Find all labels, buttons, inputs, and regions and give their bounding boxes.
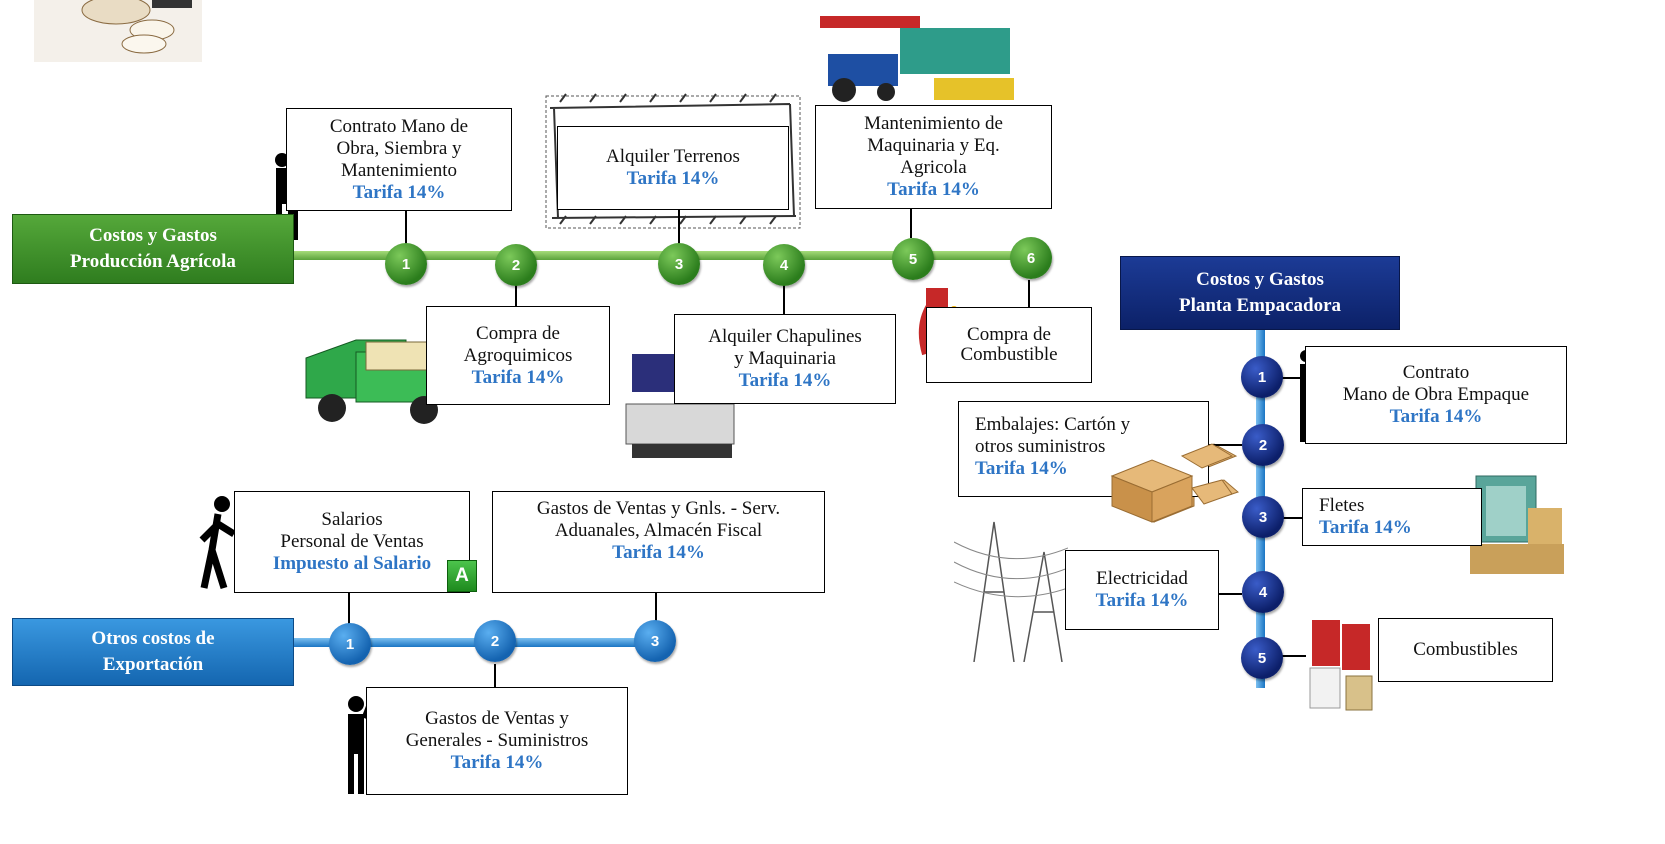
connector-exportacion-2 — [494, 664, 496, 688]
empacadora-item-3: Fletes Tarifa 14% — [1302, 488, 1482, 546]
exportacion-item-2: Gastos de Ventas y Generales - Suministr… — [366, 687, 628, 795]
agricola-item-6-line-1: Compra de — [967, 324, 1051, 345]
exportacion-item-1-line-2: Personal de Ventas — [280, 531, 424, 552]
agricola-item-4-line-1: Alquiler Chapulines — [708, 326, 862, 347]
connector-empacadora-2 — [1208, 444, 1242, 446]
cardboard-boxes-overlay-photo — [1110, 443, 1234, 523]
connector-agricola-2 — [515, 285, 517, 307]
empacadora-item-4-line-1: Electricidad — [1096, 568, 1188, 589]
empacadora-item-1-line-2: Mano de Obra Empaque — [1342, 384, 1530, 405]
freight-loading-photo — [1470, 475, 1564, 574]
connector-empacadora-1 — [1282, 377, 1306, 379]
agricola-item-4-line-2: y Maquinaria — [734, 348, 836, 369]
connector-empacadora-5 — [1282, 655, 1306, 657]
exportacion-item-3-rate: Tarifa 14% — [612, 542, 705, 563]
runner-silhouette-icon — [199, 496, 236, 590]
agricola-item-4: Alquiler Chapulines y Maquinaria Tarifa … — [674, 314, 896, 404]
empacadora-item-3-rate: Tarifa 14% — [1319, 517, 1412, 538]
empacadora-header-line-1: Costos y Gastos — [1196, 269, 1324, 290]
empacadora-item-3-line-1: Fletes — [1319, 495, 1365, 516]
empacadora-item-4: Electricidad Tarifa 14% — [1065, 550, 1219, 630]
cassava-photo — [34, 0, 202, 62]
connector-empacadora-3 — [1282, 517, 1302, 519]
agricola-header-line-1: Costos y Gastos — [89, 225, 217, 246]
agricola-item-1-line-2: Obra, Siembra y — [336, 137, 462, 159]
exportacion-step-2: 2 — [474, 620, 516, 662]
empacadora-item-5: Combustibles — [1378, 618, 1553, 682]
empacadora-header: Costos y Gastos Planta Empacadora — [1120, 256, 1400, 330]
exportacion-item-3: Gastos de Ventas y Gnls. - Serv. Aduanal… — [492, 491, 825, 593]
agricola-item-3-rate: Tarifa 14% — [626, 168, 720, 189]
empacadora-item-2-line-2: otros suministros — [975, 436, 1106, 457]
exportacion-item-1-rate: Impuesto al Salario — [272, 553, 432, 574]
agricola-item-1-rate: Tarifa 14% — [352, 181, 446, 203]
empacadora-step-5: 5 — [1241, 637, 1283, 679]
empacadora-item-1: Contrato Mano de Obra Empaque Tarifa 14% — [1305, 346, 1567, 444]
exportacion-item-2-rate: Tarifa 14% — [450, 752, 544, 773]
agricola-step-1: 1 — [385, 243, 427, 285]
tractor-machinery-photo — [820, 16, 1014, 102]
agricola-item-5-rate: Tarifa 14% — [887, 179, 980, 200]
agricola-item-2-line-2: Agroquimicos — [463, 344, 573, 366]
empacadora-item-5-line-1: Combustibles — [1413, 639, 1518, 660]
agricola-step-6: 6 — [1010, 237, 1052, 279]
connector-exportacion-1 — [348, 592, 350, 624]
agricola-header-line-2: Producción Agrícola — [70, 251, 236, 272]
agricola-step-2: 2 — [495, 244, 537, 286]
empacadora-step-1: 1 — [1241, 356, 1283, 398]
empacadora-item-1-rate: Tarifa 14% — [1389, 406, 1483, 427]
fuel-containers-photo — [1309, 620, 1373, 711]
empacadora-step-2: 2 — [1242, 424, 1284, 466]
empacadora-item-2-line-1: Embalajes: Cartón y — [975, 414, 1131, 435]
connector-agricola-1 — [405, 210, 407, 244]
exportacion-item-1-line-1: Salarios — [321, 509, 383, 530]
agricola-item-5-line-1: Mantenimiento de — [864, 113, 1003, 134]
agricola-item-5-line-2: Maquinaria y Eq. — [867, 135, 1000, 156]
exportacion-item-3-line-1: Gastos de Ventas y Gnls. - Serv. — [536, 498, 781, 519]
exportacion-step-1: 1 — [329, 623, 371, 665]
connector-agricola-3 — [678, 210, 680, 244]
agricola-item-6: Compra de Combustible — [926, 307, 1092, 383]
exportacion-item-1: Salarios Personal de Ventas Impuesto al … — [234, 491, 470, 593]
connector-agricola-6 — [1028, 280, 1030, 308]
agricola-step-4: 4 — [763, 244, 805, 286]
land-parcels-pattern — [545, 93, 801, 229]
connector-empacadora-4 — [1218, 593, 1242, 595]
connector-agricola-5 — [910, 208, 912, 238]
connector-exportacion-3 — [655, 592, 657, 622]
agricola-item-1: Contrato Mano de Obra, Siembra y Manteni… — [286, 108, 512, 211]
exportacion-header-line-2: Exportación — [102, 654, 204, 675]
agricola-item-1-line-3: Mantenimiento — [340, 159, 458, 181]
exportacion-header: Otros costos de Exportación — [12, 618, 294, 686]
exportacion-item-2-line-1: Gastos de Ventas y — [425, 708, 569, 729]
empacadora-step-4: 4 — [1242, 571, 1284, 613]
empacadora-item-4-rate: Tarifa 14% — [1095, 590, 1189, 611]
agricola-item-5: Mantenimiento de Maquinaria y Eq. Agrico… — [815, 105, 1052, 209]
agricola-item-2-rate: Tarifa 14% — [471, 366, 565, 388]
exportacion-item-2-line-2: Generales - Suministros — [405, 730, 589, 751]
empacadora-step-3: 3 — [1242, 496, 1284, 538]
empacadora-header-line-2: Planta Empacadora — [1178, 295, 1342, 316]
agricola-item-2: Compra de Agroquimicos Tarifa 14% — [426, 306, 610, 405]
agricola-header: Costos y Gastos Producción Agrícola — [12, 214, 294, 284]
agricola-item-5-line-3: Agricola — [900, 157, 967, 178]
empacadora-item-2-rate: Tarifa 14% — [975, 458, 1068, 479]
agricola-step-5: 5 — [892, 238, 934, 280]
agricola-item-4-rate: Tarifa 14% — [738, 370, 832, 391]
connector-agricola-4 — [783, 285, 785, 315]
exportacion-step-3: 3 — [634, 620, 676, 662]
agricola-item-1-line-1: Contrato Mano de — [329, 115, 469, 137]
agricola-item-3: Alquiler Terrenos Tarifa 14% — [557, 126, 789, 210]
salary-tax-badge: A — [447, 560, 477, 592]
agricola-item-2-line-1: Compra de — [476, 322, 560, 344]
agricola-item-3-line-1: Alquiler Terrenos — [606, 146, 740, 167]
agricola-step-3: 3 — [658, 243, 700, 285]
exportacion-header-line-1: Otros costos de — [91, 628, 215, 649]
exportacion-item-3-line-2: Aduanales, Almacén Fiscal — [554, 520, 763, 541]
agricola-item-6-line-2: Combustible — [960, 344, 1058, 365]
power-lines-sketch — [954, 521, 1068, 662]
empacadora-item-1-line-1: Contrato — [1402, 362, 1470, 383]
